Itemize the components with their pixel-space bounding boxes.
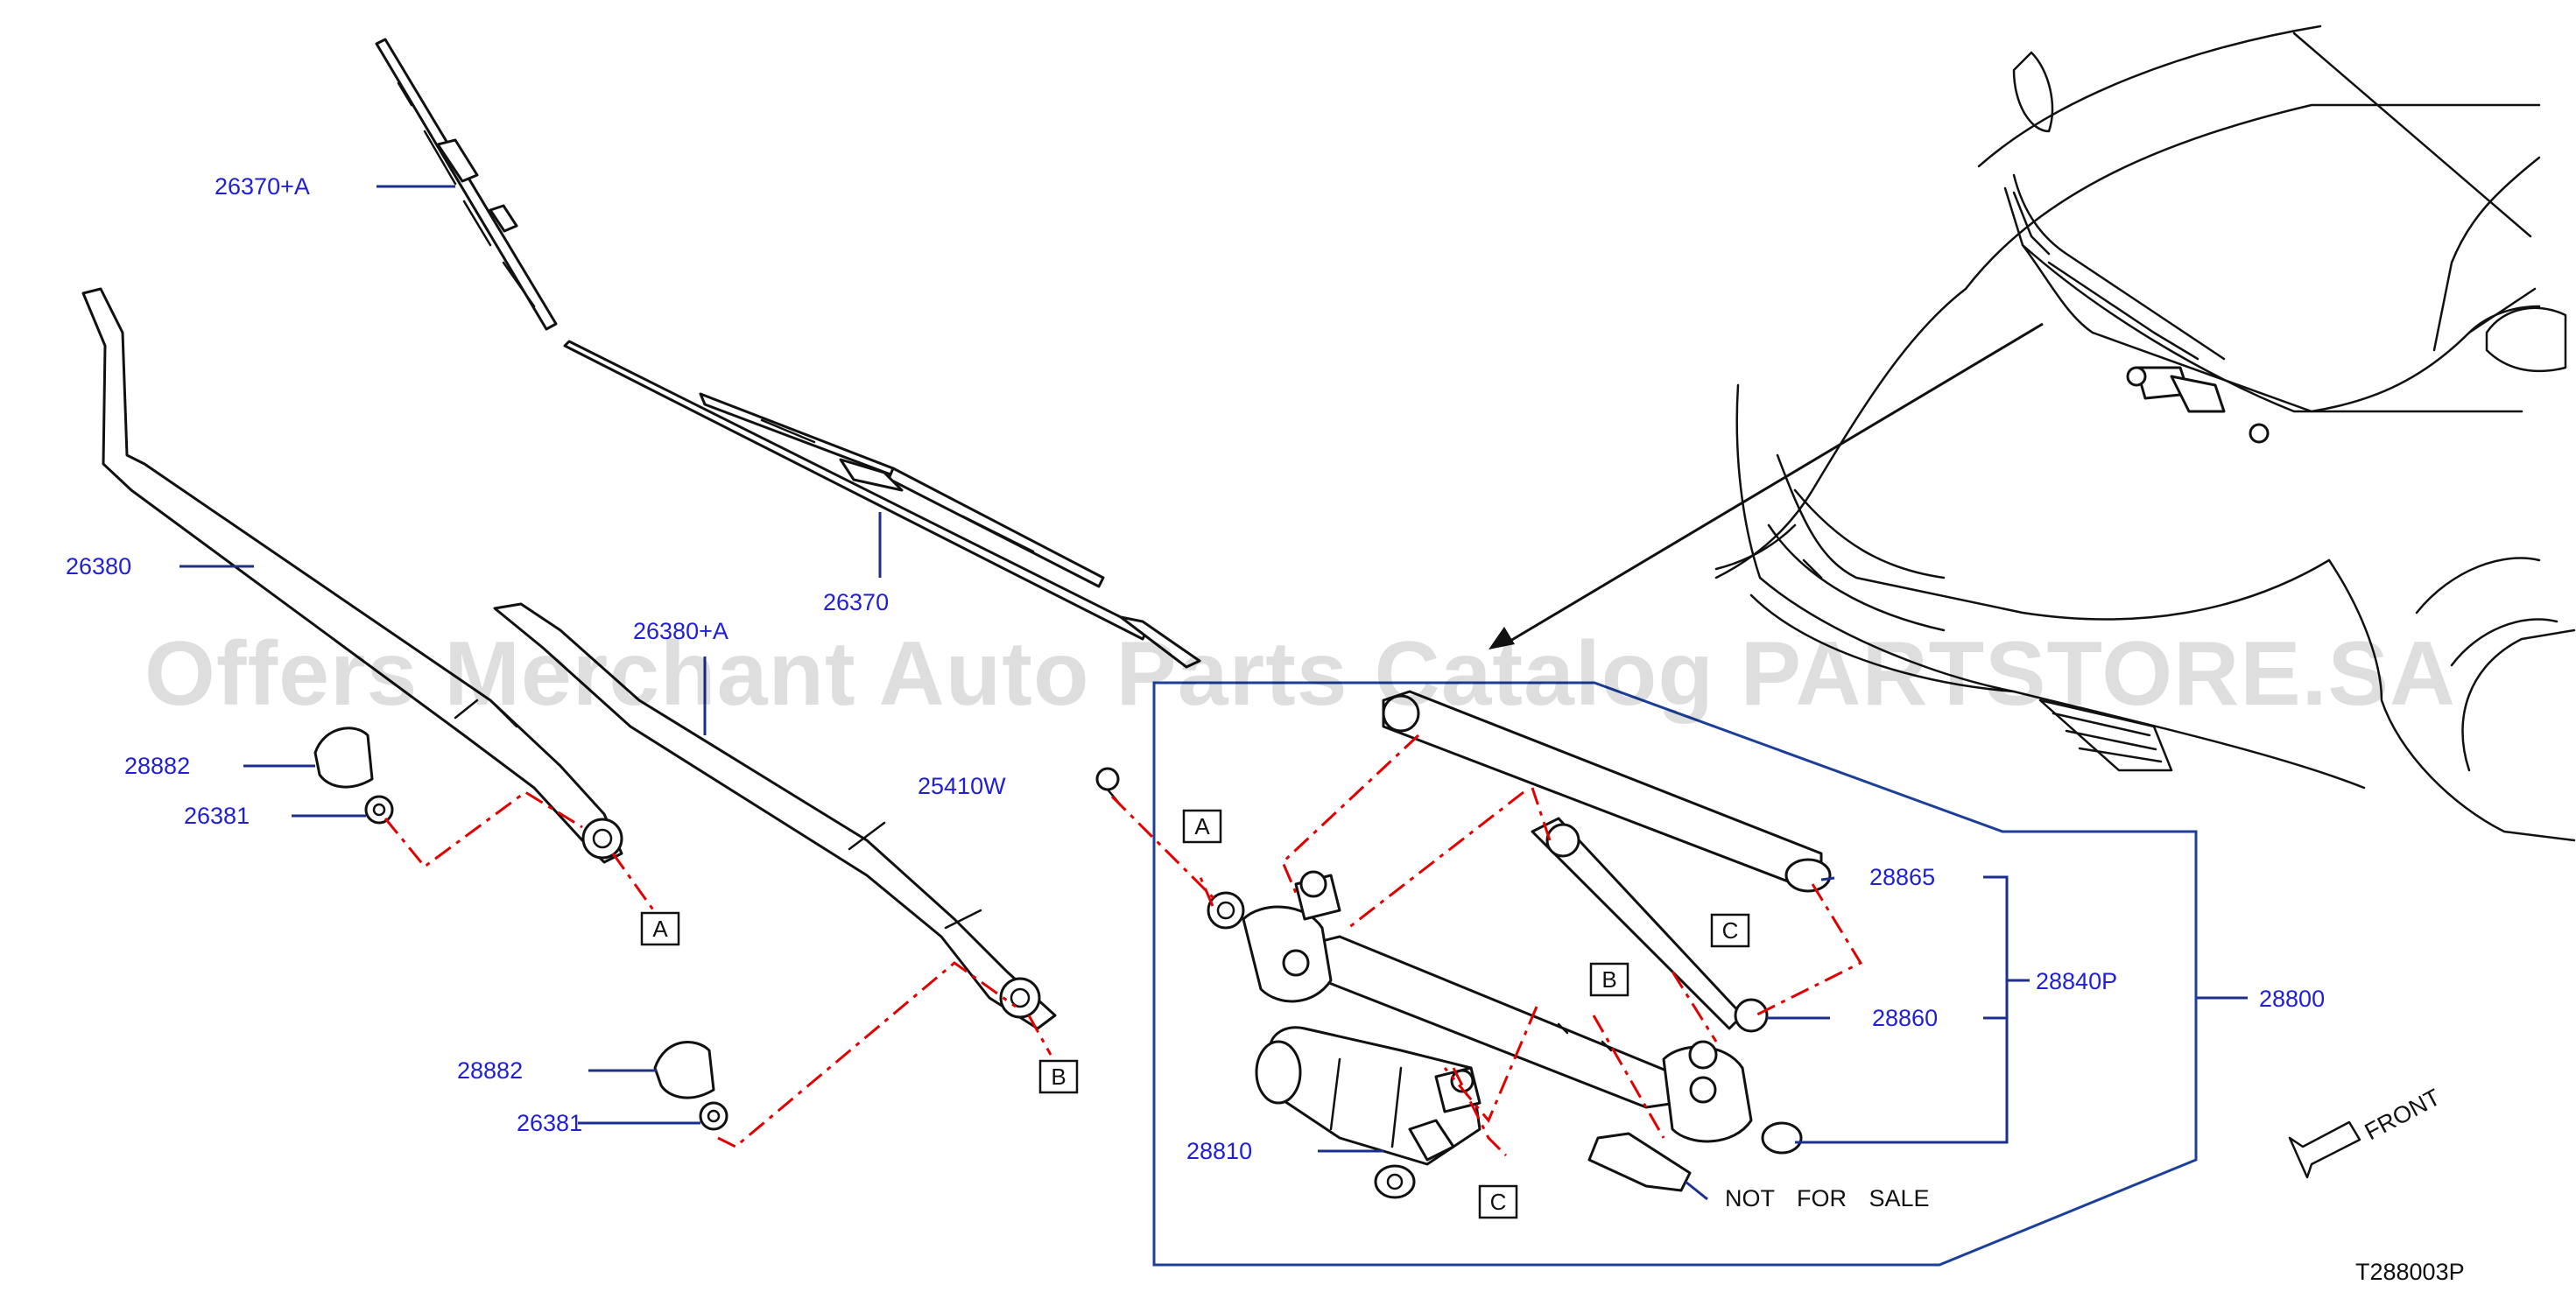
ref-letter: C [1722,917,1739,944]
ref-letter: B [1051,1064,1066,1090]
diagram-code: T288003P [2355,1259,2465,1285]
callout-26381-upper: 26381 [184,803,250,829]
reference-box-b1: B [1038,1059,1079,1094]
watermark-text: Offers Merchant Auto Parts Catalog PARTS… [144,623,2456,725]
callout-28800: 28800 [2259,986,2325,1012]
detail-pointer-arrow [1489,322,2044,650]
ref-letter: B [1601,966,1616,993]
callout-28865: 28865 [1869,864,1935,890]
callout-26370: 26370 [823,589,889,615]
wiper-blade-passenger [375,38,558,331]
part-number-labels: 26370+A 26370 26380 26380+A 28882 26381 … [66,173,2465,1285]
wiper-arm-driver [493,602,1057,1030]
ref-letter: A [652,916,668,942]
pattern-lines [384,734,1863,1157]
wiper-motor [1255,1026,1482,1199]
callout-28882-upper: 28882 [124,753,190,779]
wiper-arm-passenger [81,287,623,864]
not-for-sale-bracket [1587,1132,1692,1192]
assembly-frame [1152,681,2198,1267]
reference-box-c1: C [1710,913,1750,948]
callout-26370-a: 26370+A [215,173,310,200]
ref-letter: C [1490,1189,1507,1215]
callout-28882-lower: 28882 [457,1057,523,1084]
front-label: FRONT [2361,1084,2445,1145]
callout-28860: 28860 [1872,1005,1938,1031]
callout-26381-lower: 26381 [517,1110,582,1136]
not-for-sale-label: NOT FOR SALE [1725,1185,1930,1211]
callout-26380: 26380 [66,553,131,579]
vehicle-illustration [1714,25,2576,842]
leader-lines [179,185,2248,1201]
reference-box-b2: B [1589,962,1629,997]
callout-26380-a: 26380+A [633,618,728,644]
front-arrow: FRONT [2288,1084,2445,1179]
reference-box-a1: A [640,911,680,946]
callout-25410w: 25410W [918,773,1006,799]
ref-letter: A [1194,813,1210,839]
wiper-blade-driver [563,340,1201,669]
arm-caps-and-nuts [313,727,1123,1131]
reference-box-a2: A [1182,809,1222,844]
reference-box-c2: C [1478,1184,1518,1219]
wiper-linkage-assembly [1207,690,1832,1155]
callout-28810: 28810 [1186,1138,1252,1164]
callout-28840p: 28840P [2036,968,2117,994]
